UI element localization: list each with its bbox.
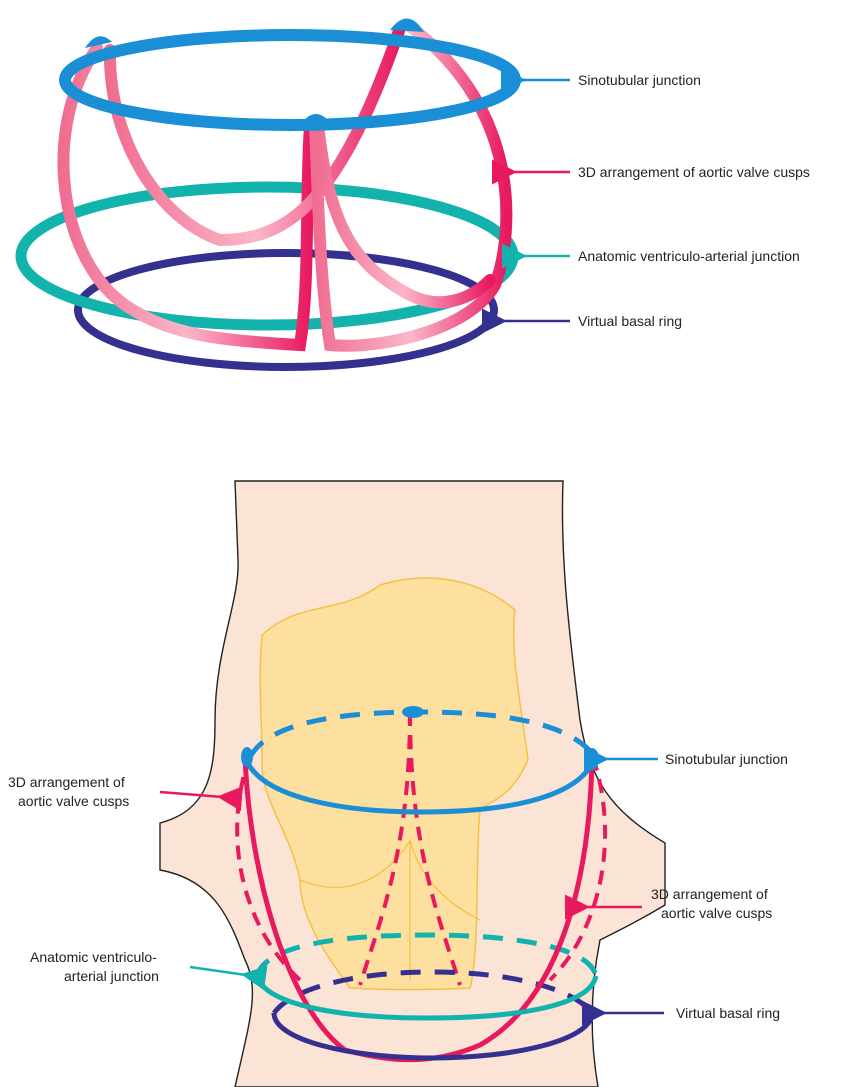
top-sinotubular-ring: [65, 35, 515, 125]
bottom-label-ventriculo-arterial-line1: Anatomic ventriculo-: [30, 949, 157, 965]
bottom-label-cusps-right-line2: aortic valve cusps: [661, 905, 772, 921]
bottom-commissure-left: [241, 747, 253, 767]
bottom-label-cusps-left-line1: 3D arrangement of: [8, 774, 125, 790]
bottom-label-cusps-left-line2: aortic valve cusps: [18, 793, 129, 809]
bottom-label-cusps-right-line1: 3D arrangement of: [651, 886, 768, 902]
top-label-cusps: 3D arrangement of aortic valve cusps: [578, 164, 810, 180]
bottom-commissure-back: [402, 706, 424, 718]
bottom-label-ventriculo-arterial-line2: arterial junction: [64, 968, 159, 984]
bottom-arrow-ventriculo-arterial: [190, 967, 246, 975]
bottom-label-sinotubular: Sinotubular junction: [665, 751, 788, 767]
bottom-commissure-right: [585, 748, 599, 770]
top-cusp-left: [64, 48, 310, 345]
bottom-diagram: Sinotubular junction 3D arrangement of a…: [8, 481, 788, 1087]
top-diagram: Sinotubular junction 3D arrangement of a…: [21, 18, 810, 367]
top-label-ventriculo-arterial: Anatomic ventriculo-arterial junction: [578, 248, 800, 264]
bottom-label-basal-ring: Virtual basal ring: [676, 1005, 780, 1021]
top-cusp-back: [110, 28, 400, 240]
top-commissure-right: [390, 18, 424, 32]
top-commissure-front: [300, 114, 332, 125]
top-label-basal-ring: Virtual basal ring: [578, 313, 682, 329]
top-label-sinotubular: Sinotubular junction: [578, 72, 701, 88]
